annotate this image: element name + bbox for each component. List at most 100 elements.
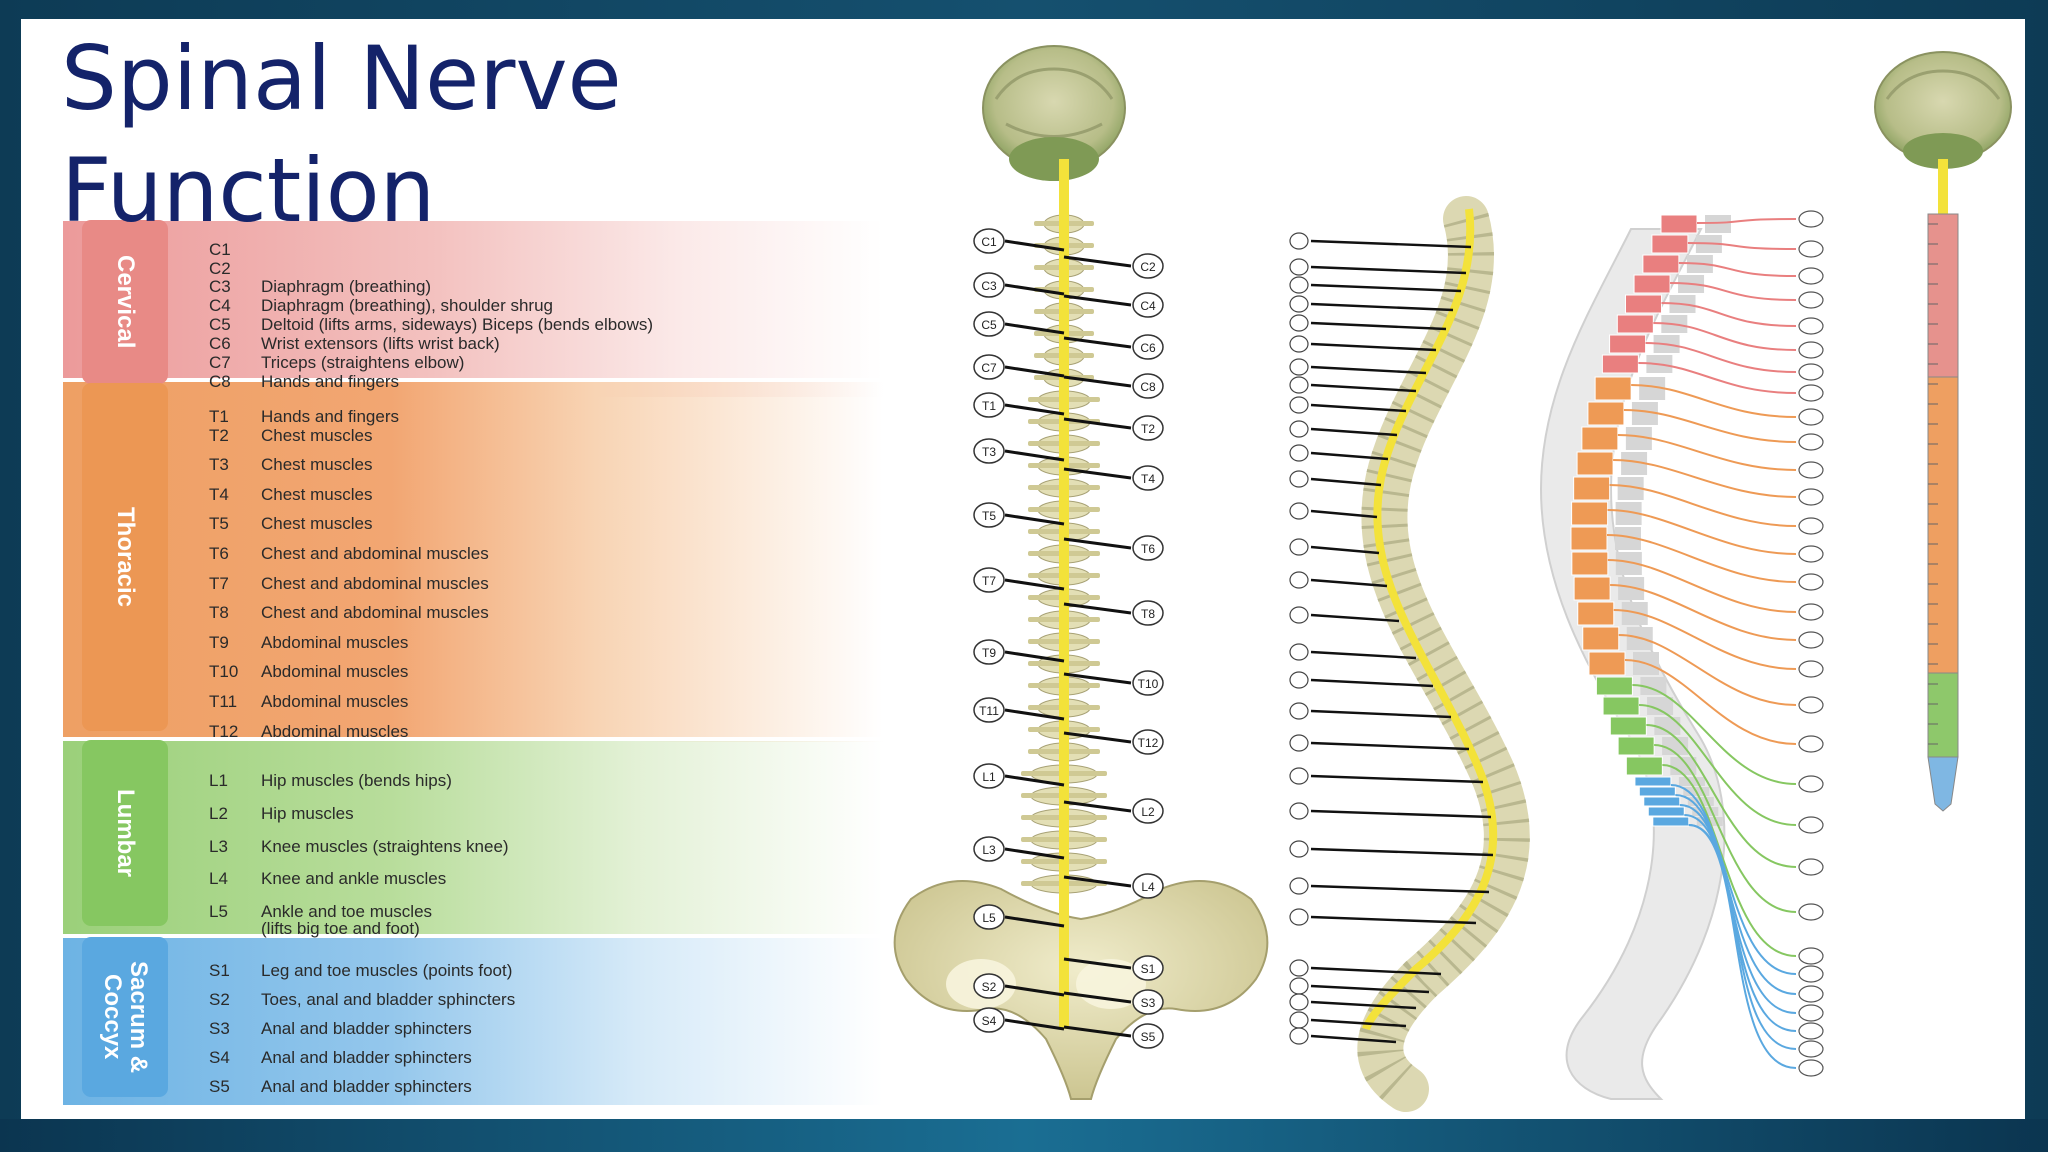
nerve-line <box>1004 984 1065 997</box>
nerve-label-bubble <box>1132 415 1164 441</box>
nerve-function: Chest and abdominal muscles <box>261 574 489 593</box>
brainstem <box>1938 159 1948 214</box>
lateral-nerve-line <box>1310 709 1452 719</box>
lateral-nerve-bubble <box>1289 396 1309 414</box>
nerve-label-bubble <box>973 697 1005 723</box>
nerve-label-bubble <box>1132 955 1164 981</box>
posterior-right-label: S1 <box>1141 962 1156 976</box>
posterior-left-label: T9 <box>982 646 996 660</box>
nerve-label-bubble <box>1132 600 1164 626</box>
nerve-function: Chest and abdominal muscles <box>261 544 489 563</box>
segment-nerve-line <box>1638 362 1797 394</box>
lateral-nerve-line <box>1310 477 1382 487</box>
segment-nerve-line <box>1645 342 1797 373</box>
segment-block <box>1643 796 1681 807</box>
lateral-nerve-line <box>1310 509 1378 519</box>
nerve-code: S1 <box>209 961 230 980</box>
nerve-label-bubble <box>973 438 1005 464</box>
lateral-nerve-line <box>1310 365 1427 375</box>
segment-block <box>1588 651 1626 676</box>
vertebral-body-block <box>1654 717 1681 735</box>
segment-label-bubble <box>1798 384 1824 402</box>
title-line-2: Function <box>61 139 436 242</box>
title-line-1: Spinal Nerve <box>61 27 622 130</box>
nerve-function: Chest and abdominal muscles <box>261 603 489 622</box>
segment-nerve-line <box>1607 509 1797 555</box>
nerve-function: Wrist extensors (lifts wrist back) <box>261 334 500 353</box>
segment-block <box>1595 676 1633 696</box>
vertebral-body-block <box>1617 477 1644 500</box>
vertebral-body-block <box>1618 577 1645 600</box>
segment-block <box>1651 234 1689 254</box>
lateral-nerve-line <box>1310 915 1477 925</box>
nerve-function: Knee and ankle muscles <box>261 869 447 888</box>
nerve-label-bubble <box>973 311 1005 337</box>
posterior-left-label: T5 <box>982 509 996 523</box>
lateral-nerve-bubble <box>1289 606 1309 624</box>
segment-nerve-line <box>1610 584 1797 641</box>
segment-label-bubble <box>1798 858 1824 876</box>
nerve-code: C3 <box>209 277 231 296</box>
segment-label-bubble <box>1798 660 1824 678</box>
thoracic-tab: Thoracic <box>82 383 168 731</box>
lateral-nerve-bubble <box>1289 840 1309 858</box>
lateral-nerve-bubble <box>1289 1011 1309 1029</box>
lateral-nerve-labels <box>1289 232 1494 1045</box>
segment-block <box>1581 426 1619 451</box>
posterior-right-label: T4 <box>1141 472 1155 486</box>
slide: Cervical Thoracic Lumbar Sacrum & Coccyx… <box>21 19 2025 1119</box>
posterior-left-label: C7 <box>981 361 997 375</box>
nerve-code: T3 <box>209 455 229 474</box>
cord-thoracic-segment <box>1927 376 1959 674</box>
lateral-nerve-line <box>1310 578 1388 588</box>
segment-block <box>1625 756 1663 776</box>
nerve-function: Hip muscles <box>261 804 354 823</box>
nerve-function: Abdominal muscles <box>261 633 409 652</box>
segment-nerve-line <box>1687 242 1797 250</box>
nerve-line <box>1063 1025 1132 1038</box>
nerve-code: T11 <box>209 692 238 711</box>
posterior-left-label: L3 <box>982 843 996 857</box>
segment-label-bubble <box>1798 267 1824 285</box>
lateral-nerve-line <box>1310 403 1407 413</box>
segment-block <box>1571 501 1609 526</box>
nerve-function: Diaphragm (breathing), shoulder shrug <box>261 296 553 315</box>
segment-label-bubble <box>1798 696 1824 714</box>
posterior-left-label: L5 <box>982 911 996 925</box>
segment-nerve-line <box>1632 684 1797 785</box>
lateral-nerve-bubble <box>1289 314 1309 332</box>
posterior-left-label: C3 <box>981 279 997 293</box>
thoracic-band <box>63 378 883 742</box>
lateral-nerve-line <box>1310 984 1430 994</box>
vertebral-body-block <box>1640 677 1667 695</box>
segment-label-bubble <box>1798 1040 1824 1058</box>
segment-block <box>1647 806 1685 817</box>
nerve-code: C1 <box>209 240 231 259</box>
segment-nerve-line <box>1607 559 1797 613</box>
lateral-nerve-line <box>1310 678 1434 688</box>
nerve-function: Anal and bladder sphincters <box>261 1077 472 1096</box>
nerve-code: C2 <box>209 259 231 278</box>
lateral-nerve-bubble <box>1289 276 1309 294</box>
nerve-function: Knee muscles (straightens knee) <box>261 837 509 856</box>
nerve-label-bubble <box>1132 873 1164 899</box>
segment-nerve-line <box>1670 282 1797 301</box>
nerve-code: L3 <box>209 837 228 856</box>
segment-nerve-line <box>1654 744 1797 913</box>
nerve-label-bubble <box>1132 535 1164 561</box>
vertebral-body-block <box>1705 215 1731 233</box>
nerve-code: S2 <box>209 990 230 1009</box>
lumbar-tab: Lumbar <box>82 740 168 926</box>
lateral-nerve-bubble <box>1289 767 1309 785</box>
nerve-label-bubble <box>973 502 1005 528</box>
nerve-function: Diaphragm (breathing) <box>261 277 432 296</box>
segment-block <box>1660 214 1698 234</box>
segment-nerve-line <box>1675 794 1797 995</box>
thoracic-label: Thoracic <box>112 506 139 608</box>
segment-label-bubble <box>1798 488 1824 506</box>
posterior-nerve-labels: C1C3C5C7T1T3T5T7T9T11L1L3L5S2S4C2C4C6C8T… <box>973 228 1164 1049</box>
lateral-nerve-bubble <box>1289 376 1309 394</box>
nerve-function: Hands and fingers <box>261 372 399 391</box>
vertebral-body-block <box>1631 402 1658 425</box>
cord-sacral-segment <box>1927 756 1959 812</box>
